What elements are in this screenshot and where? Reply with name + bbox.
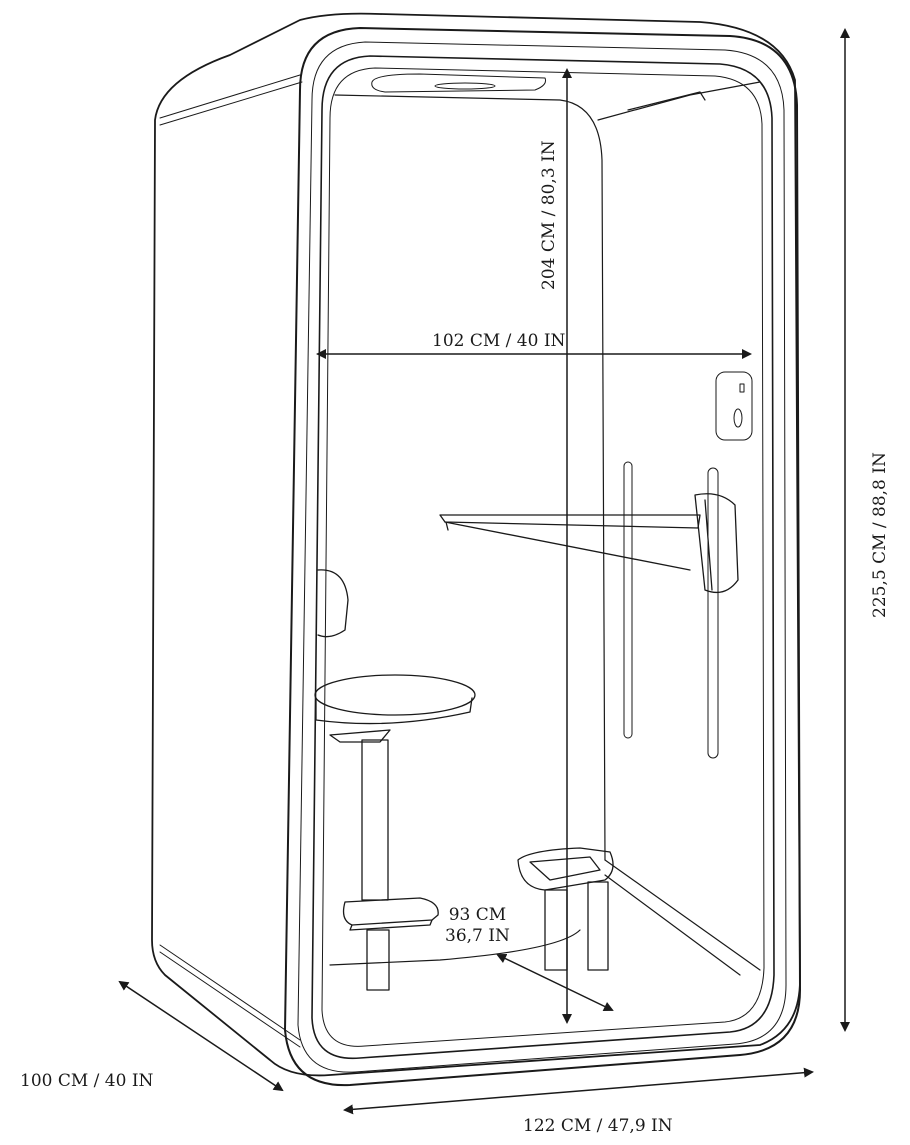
exterior-width-line xyxy=(343,1067,814,1115)
exterior-depth-label: 100 CM / 40 IN xyxy=(20,1071,154,1091)
exterior-width-label: 122 CM / 47,9 IN xyxy=(523,1116,673,1136)
interior-width-label: 102 CM / 40 IN xyxy=(432,331,566,351)
interior-depth-line xyxy=(496,953,614,1012)
exterior-depth-line xyxy=(118,980,284,1092)
desk-shelf xyxy=(439,493,739,594)
wall-rails xyxy=(623,461,719,759)
exterior-height-label: 225,5 CM / 88,8 IN xyxy=(870,452,890,618)
interior-depth-label: 93 CM 36,7 IN xyxy=(445,905,510,948)
dimension-lines xyxy=(118,28,850,1115)
interior-depth-cm: 93 CM xyxy=(448,905,507,925)
stool xyxy=(314,569,476,991)
door-frame xyxy=(284,27,801,1087)
interior-height-label: 204 CM / 80,3 IN xyxy=(539,140,559,290)
ceiling-light xyxy=(371,73,546,93)
wall-switch-panel xyxy=(715,371,753,441)
floor-footrest xyxy=(517,847,614,971)
interior-depth-in: 36,7 IN xyxy=(445,926,510,947)
